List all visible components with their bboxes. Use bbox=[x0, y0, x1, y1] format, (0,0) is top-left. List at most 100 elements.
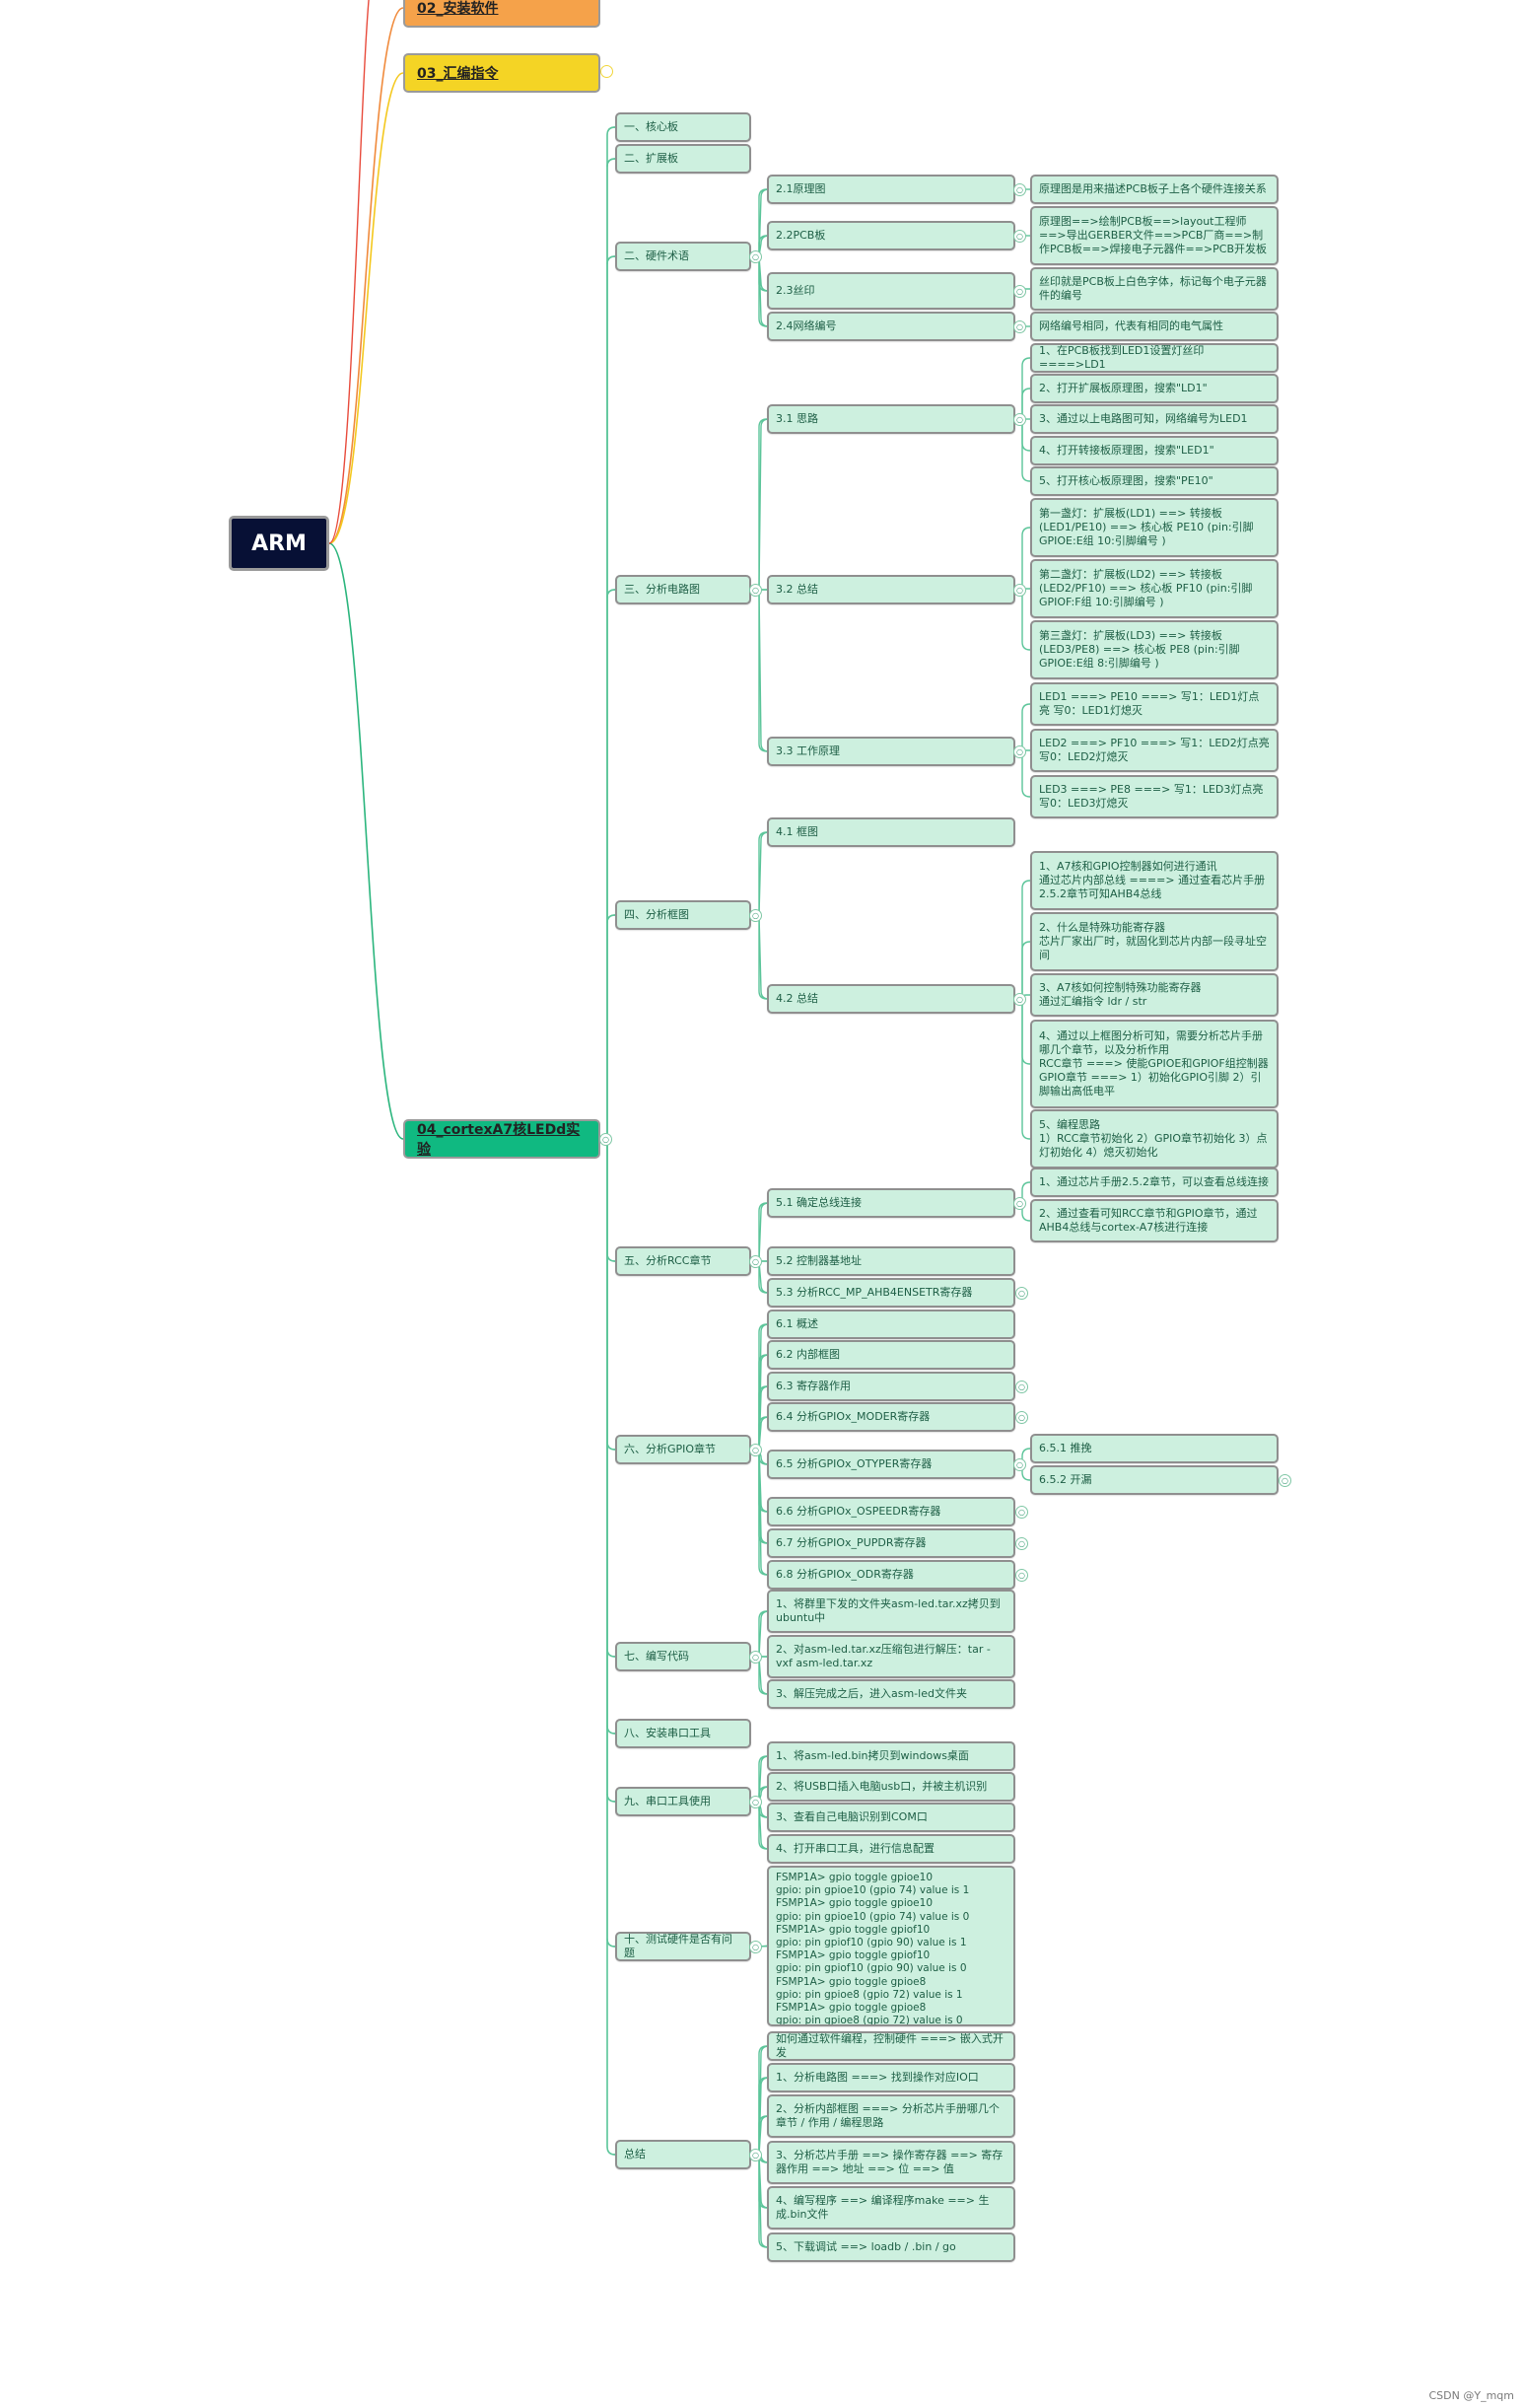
section-node[interactable]: 三、分析电路图 bbox=[615, 575, 751, 604]
subtopic-node[interactable]: 3.2 总结 bbox=[767, 575, 1015, 604]
detail-node[interactable]: 网络编号相同，代表有相同的电气属性 bbox=[1030, 312, 1279, 341]
collapse-toggle-icon[interactable]: ○ bbox=[1015, 1506, 1028, 1519]
topic-install-software[interactable]: 02_安装软件 bbox=[403, 0, 600, 28]
collapse-toggle-icon[interactable]: ○ bbox=[749, 1444, 762, 1456]
detail-node[interactable]: 2、什么是特殊功能寄存器 芯片厂家出厂时，就固化到芯片内部一段寻址空间 bbox=[1030, 912, 1279, 971]
root-node-arm[interactable]: ARM bbox=[229, 516, 329, 571]
subtopic-node[interactable]: 1、将asm-led.bin拷贝到windows桌面 bbox=[767, 1741, 1015, 1771]
subtopic-node[interactable]: 2、将USB口插入电脑usb口，并被主机识别 bbox=[767, 1772, 1015, 1802]
subtopic-node[interactable]: 1、将群里下发的文件夹asm-led.tar.xz拷贝到ubuntu中 bbox=[767, 1590, 1015, 1633]
collapse-toggle-icon[interactable]: ○ bbox=[749, 2149, 762, 2161]
section-node[interactable]: 二、扩展板 bbox=[615, 144, 751, 174]
collapse-toggle-icon[interactable]: ○ bbox=[1013, 584, 1026, 597]
section-node[interactable]: 二、硬件术语 bbox=[615, 242, 751, 271]
subtopic-node[interactable]: 3.1 思路 bbox=[767, 404, 1015, 434]
collapse-toggle-icon[interactable]: ○ bbox=[1013, 413, 1026, 426]
section-node[interactable]: 总结 bbox=[615, 2140, 751, 2169]
subtopic-node[interactable]: 6.1 概述 bbox=[767, 1310, 1015, 1339]
section-node[interactable]: 六、分析GPIO章节 bbox=[615, 1435, 751, 1464]
subtopic-node[interactable]: 4.2 总结 bbox=[767, 984, 1015, 1014]
collapse-toggle-icon[interactable]: ○ bbox=[749, 1255, 762, 1268]
detail-node[interactable]: LED1 ===> PE10 ===> 写1：LED1灯点亮 写0：LED1灯熄… bbox=[1030, 682, 1279, 726]
collapse-toggle-icon[interactable]: ○ bbox=[749, 1941, 762, 1953]
topic-cortexa7-led-experiment[interactable]: 04_cortexA7核LEDd实验 bbox=[403, 1119, 600, 1159]
collapse-toggle-icon[interactable]: ○ bbox=[749, 909, 762, 922]
section-node[interactable]: 九、串口工具使用 bbox=[615, 1787, 751, 1816]
subtopic-node[interactable]: 6.8 分析GPIOx_ODR寄存器 bbox=[767, 1560, 1015, 1590]
subtopic-node[interactable]: 3、解压完成之后，进入asm-led文件夹 bbox=[767, 1679, 1015, 1709]
subtopic-node[interactable]: 5、下载调试 ==> loadb / .bin / go bbox=[767, 2232, 1015, 2262]
subtopic-node[interactable]: 3.3 工作原理 bbox=[767, 737, 1015, 766]
subtopic-node[interactable]: 5.3 分析RCC_MP_AHB4ENSETR寄存器 bbox=[767, 1278, 1015, 1308]
detail-node[interactable]: 2、通过查看可知RCC章节和GPIO章节，通过AHB4总线与cortex-A7核… bbox=[1030, 1199, 1279, 1242]
detail-node[interactable]: 原理图==>绘制PCB板==>layout工程师==>导出GERBER文件==>… bbox=[1030, 206, 1279, 265]
subtopic-node[interactable]: 3、查看自己电脑识别到COM口 bbox=[767, 1803, 1015, 1832]
subtopic-node[interactable]: 6.3 寄存器作用 bbox=[767, 1372, 1015, 1401]
subtopic-node[interactable]: 3、分析芯片手册 ==> 操作寄存器 ==> 寄存器作用 ==> 地址 ==> … bbox=[767, 2141, 1015, 2184]
subtopic-node[interactable]: 2.3丝印 bbox=[767, 272, 1015, 310]
collapse-toggle-icon[interactable]: ○ bbox=[1015, 1287, 1028, 1300]
subtopic-node[interactable]: 6.5 分析GPIOx_OTYPER寄存器 bbox=[767, 1450, 1015, 1479]
subtopic-node[interactable]: 6.2 内部框图 bbox=[767, 1340, 1015, 1370]
subtopic-node[interactable]: 2、分析内部框图 ===> 分析芯片手册哪几个章节 / 作用 / 编程思路 bbox=[767, 2094, 1015, 2138]
section-node[interactable]: 一、核心板 bbox=[615, 112, 751, 142]
section-node[interactable]: 八、安装串口工具 bbox=[615, 1719, 751, 1748]
subtopic-node[interactable]: 5.1 确定总线连接 bbox=[767, 1188, 1015, 1218]
collapse-toggle-icon[interactable]: ○ bbox=[1015, 1381, 1028, 1393]
subtopic-node[interactable]: 6.7 分析GPIOx_PUPDR寄存器 bbox=[767, 1528, 1015, 1558]
collapse-toggle-icon[interactable]: ○ bbox=[1013, 993, 1026, 1006]
collapse-toggle-icon[interactable]: ○ bbox=[1015, 1537, 1028, 1550]
subtopic-node[interactable]: 2.1原理图 bbox=[767, 175, 1015, 204]
detail-node[interactable]: 第一盏灯：扩展板(LD1) ==> 转接板(LED1/PE10) ==> 核心板… bbox=[1030, 498, 1279, 557]
collapse-toggle-icon[interactable]: ○ bbox=[749, 250, 762, 263]
detail-node[interactable]: 4、打开转接板原理图，搜索"LED1" bbox=[1030, 436, 1279, 465]
section-node[interactable]: 四、分析框图 bbox=[615, 900, 751, 930]
subtopic-node[interactable]: 5.2 控制器基地址 bbox=[767, 1246, 1015, 1276]
collapse-toggle-icon[interactable]: ○ bbox=[749, 584, 762, 597]
collapse-toggle-icon[interactable]: ○ bbox=[1279, 1474, 1291, 1487]
section-node[interactable]: 七、编写代码 bbox=[615, 1642, 751, 1671]
detail-node[interactable]: 1、在PCB板找到LED1设置灯丝印====>LD1 bbox=[1030, 343, 1279, 373]
subtopic-node[interactable]: 1、分析电路图 ===> 找到操作对应IO口 bbox=[767, 2063, 1015, 2092]
subtopic-node[interactable]: 4、编写程序 ==> 编译程序make ==> 生成.bin文件 bbox=[767, 2186, 1015, 2230]
detail-node[interactable]: 3、A7核如何控制特殊功能寄存器 通过汇编指令 ldr / str bbox=[1030, 973, 1279, 1017]
subtopic-node[interactable]: 4.1 框图 bbox=[767, 817, 1015, 847]
collapse-toggle-icon[interactable]: ○ bbox=[749, 1651, 762, 1664]
section-node[interactable]: 十、测试硬件是否有问题 bbox=[615, 1932, 751, 1961]
collapse-toggle-icon[interactable] bbox=[600, 65, 613, 78]
collapse-toggle-icon[interactable]: ○ bbox=[599, 1133, 612, 1146]
collapse-toggle-icon[interactable]: ○ bbox=[1013, 285, 1026, 298]
detail-node[interactable]: 2、打开扩展板原理图，搜索"LD1" bbox=[1030, 374, 1279, 403]
collapse-toggle-icon[interactable]: ○ bbox=[1013, 745, 1026, 758]
topic-assembly-instructions[interactable]: 03_汇编指令 bbox=[403, 53, 600, 93]
collapse-toggle-icon[interactable]: ○ bbox=[749, 1796, 762, 1808]
detail-node[interactable]: 第三盏灯：扩展板(LD3) ==> 转接板(LED3/PE8) ==> 核心板 … bbox=[1030, 620, 1279, 679]
collapse-toggle-icon[interactable]: ○ bbox=[1013, 183, 1026, 196]
subtopic-node[interactable]: 2.4网络编号 bbox=[767, 312, 1015, 341]
subtopic-node[interactable]: 4、打开串口工具，进行信息配置 bbox=[767, 1834, 1015, 1864]
detail-node[interactable]: 第二盏灯：扩展板(LD2) ==> 转接板(LED2/PF10) ==> 核心板… bbox=[1030, 559, 1279, 618]
subtopic-node[interactable]: 2.2PCB板 bbox=[767, 221, 1015, 250]
collapse-toggle-icon[interactable]: ○ bbox=[1013, 1458, 1026, 1471]
detail-node[interactable]: 1、A7核和GPIO控制器如何进行通讯 通过芯片内部总线 ====> 通过查看芯… bbox=[1030, 851, 1279, 910]
collapse-toggle-icon[interactable]: ○ bbox=[1013, 1197, 1026, 1210]
subtopic-node[interactable]: 如何通过软件编程，控制硬件 ===> 嵌入式开发 bbox=[767, 2031, 1015, 2061]
collapse-toggle-icon[interactable]: ○ bbox=[1015, 1569, 1028, 1582]
collapse-toggle-icon[interactable]: ○ bbox=[1013, 320, 1026, 333]
detail-node[interactable]: LED2 ===> PF10 ===> 写1：LED2灯点亮 写0：LED2灯熄… bbox=[1030, 729, 1279, 772]
subtopic-node[interactable]: 2、对asm-led.tar.xz压缩包进行解压：tar -vxf asm-le… bbox=[767, 1635, 1015, 1678]
collapse-toggle-icon[interactable]: ○ bbox=[1015, 1411, 1028, 1424]
detail-node[interactable]: 5、打开核心板原理图，搜索"PE10" bbox=[1030, 466, 1279, 496]
detail-node[interactable]: 原理图是用来描述PCB板子上各个硬件连接关系 bbox=[1030, 175, 1279, 204]
detail-node[interactable]: 6.5.1 推挽 bbox=[1030, 1434, 1279, 1463]
detail-node[interactable]: LED3 ===> PE8 ===> 写1：LED3灯点亮 写0：LED3灯熄灭 bbox=[1030, 775, 1279, 818]
detail-node[interactable]: 丝印就是PCB板上白色字体，标记每个电子元器件的编号 bbox=[1030, 267, 1279, 311]
detail-node[interactable]: 5、编程思路 1）RCC章节初始化 2）GPIO章节初始化 3）点灯初始化 4）… bbox=[1030, 1109, 1279, 1169]
collapse-toggle-icon[interactable]: ○ bbox=[1013, 230, 1026, 243]
detail-node[interactable]: 3、通过以上电路图可知，网络编号为LED1 bbox=[1030, 404, 1279, 434]
detail-node[interactable]: 4、通过以上框图分析可知，需要分析芯片手册哪几个章节，以及分析作用 RCC章节 … bbox=[1030, 1020, 1279, 1108]
subtopic-node[interactable]: 6.4 分析GPIOx_MODER寄存器 bbox=[767, 1402, 1015, 1432]
section-node[interactable]: 五、分析RCC章节 bbox=[615, 1246, 751, 1276]
detail-node[interactable]: 6.5.2 开漏 bbox=[1030, 1465, 1279, 1495]
subtopic-node[interactable]: 6.6 分析GPIOx_OSPEEDR寄存器 bbox=[767, 1497, 1015, 1526]
